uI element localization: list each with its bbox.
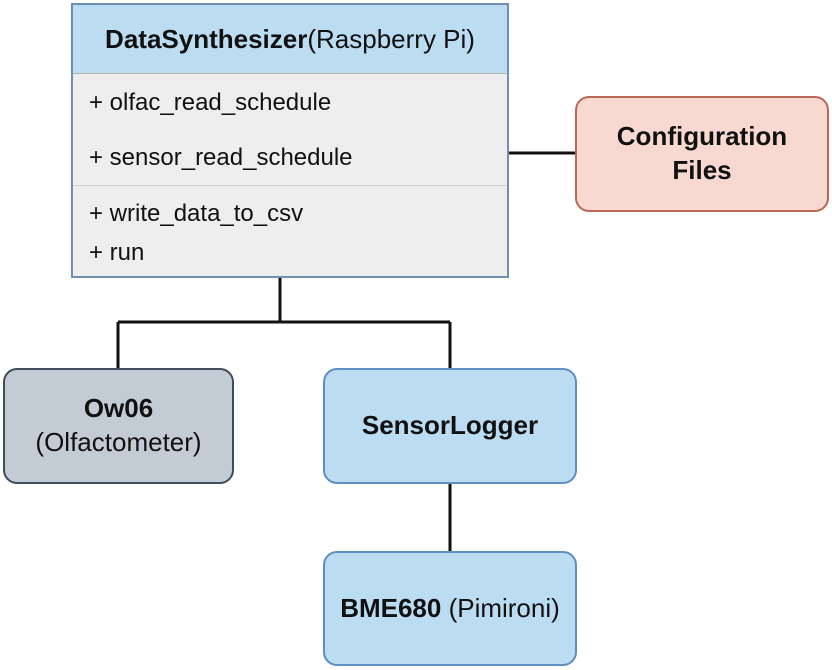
attribute-olfac-read-schedule: + olfac_read_schedule: [89, 89, 332, 116]
sensorlogger-box: SensorLogger: [323, 368, 577, 484]
bme680-box: BME680 (Pimironi): [323, 551, 577, 666]
bme-qualifier: (Pimironi): [441, 592, 560, 623]
class-methods: + write_data_to_csv + run: [73, 186, 507, 279]
method-run: + run: [89, 239, 145, 266]
bme-name: BME680: [340, 592, 442, 623]
config-line-1: Configuration: [616, 121, 788, 152]
class-attributes: + olfac_read_schedule + sensor_read_sche…: [73, 74, 507, 186]
sensorlogger-name: SensorLogger: [361, 410, 539, 441]
ow06-box: Ow06 (Olfactometer): [3, 368, 234, 484]
attribute-sensor-read-schedule: + sensor_read_schedule: [89, 144, 353, 171]
configuration-files-box: Configuration Files: [575, 96, 829, 212]
connector-class-to-children: [116, 278, 452, 368]
config-line-2: Files: [672, 155, 732, 185]
bme-label: BME680 (Pimironi): [340, 592, 560, 626]
method-write-data-to-csv: + write_data_to_csv: [89, 200, 304, 227]
class-qualifier: (Raspberry Pi): [307, 23, 475, 54]
ow06-qualifier: (Olfactometer): [35, 427, 202, 457]
class-header: DataSynthesizer (Raspberry Pi): [73, 5, 507, 74]
datasynthesizer-class-box: DataSynthesizer (Raspberry Pi) + olfac_r…: [71, 3, 509, 278]
ow06-name: Ow06: [83, 393, 154, 424]
class-name: DataSynthesizer: [105, 23, 308, 54]
